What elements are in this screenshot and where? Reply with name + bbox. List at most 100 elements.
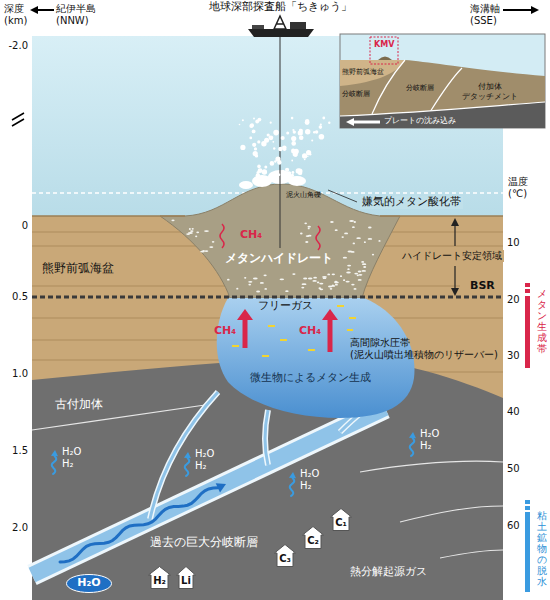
- hydrate-speckle: [358, 274, 362, 276]
- hydrate-speckle: [364, 241, 366, 243]
- gas-bubble: [272, 141, 274, 143]
- hydrate-speckle: [361, 270, 366, 272]
- direction-arrow-head: [531, 6, 539, 14]
- hydrate-speckle: [330, 221, 334, 223]
- label: メタンハイドレート: [225, 252, 333, 266]
- gas-bubble: [254, 147, 257, 150]
- gas-bubble: [252, 143, 256, 147]
- water-flow-arrow: [60, 488, 218, 562]
- node-text: Li: [181, 575, 191, 587]
- gas-bubble: [286, 132, 289, 135]
- label: 海溝軸 (SSE): [470, 3, 500, 26]
- label: CH₄: [214, 325, 236, 338]
- inset-prism: [340, 60, 545, 128]
- gas-bubble: [291, 141, 296, 146]
- hydrate-speckle: [372, 254, 374, 256]
- hydrate-speckle: [192, 228, 194, 230]
- gas-bubble: [298, 171, 302, 175]
- up-arrow-shape: [177, 567, 196, 589]
- gas-arrow: Li: [176, 566, 196, 589]
- gas-bubble: [309, 153, 311, 155]
- gas-bubble: [291, 160, 293, 162]
- gas-bubble: [252, 130, 256, 134]
- hydrate-speckle: [334, 282, 338, 284]
- hydrate-speckle: [248, 284, 251, 286]
- stability-arrow: [454, 266, 455, 290]
- hydrate-speckle: [351, 284, 354, 286]
- hydrate-speckle: [368, 227, 372, 229]
- water-release-arrow-head: [289, 472, 296, 478]
- water-release-arrow-head: [409, 432, 416, 438]
- hydrate-speckle: [362, 263, 366, 265]
- hydrate-speckle: [308, 278, 313, 280]
- gas-bubble: [242, 119, 244, 121]
- label: 微生物によるメタン生成: [250, 372, 371, 385]
- water-flow-arrow-head: [216, 483, 226, 492]
- label: 泥火山角礫: [286, 191, 321, 199]
- hydrate-speckle: [301, 287, 304, 289]
- hydrate-speckle: [212, 241, 215, 243]
- label: BSR: [470, 280, 495, 293]
- label: 60: [507, 520, 520, 532]
- hydrate-speckle: [308, 235, 312, 237]
- label: 深度 (km): [4, 3, 27, 26]
- hydrate-speckle: [378, 240, 380, 242]
- label: H₂O H₂: [62, 446, 81, 469]
- vertical-label: メタン生成帯: [537, 288, 547, 354]
- gas-bubble: [256, 173, 261, 178]
- gas-bubble: [239, 124, 241, 126]
- hydrate-speckle: [312, 280, 316, 282]
- fault-band: [32, 408, 385, 575]
- label: デタッチメント: [462, 93, 518, 102]
- node-text: H₂O: [77, 577, 101, 590]
- hydrate-speckle: [349, 220, 354, 222]
- hydrate-speckle: [308, 228, 310, 230]
- label: 1.5: [12, 445, 28, 457]
- dehydration-bar: [525, 512, 530, 592]
- gas-bubble: [291, 117, 294, 120]
- stability-arrow-head: [451, 218, 459, 226]
- gas-bubble: [261, 141, 266, 146]
- label: 50: [507, 463, 520, 475]
- vertical-label: 粘土鉱物の脱水: [537, 510, 547, 587]
- hydrate-speckle: [343, 279, 345, 281]
- label: 高間隙水圧帯 (泥火山噴出堆積物のリザーバー): [350, 337, 498, 360]
- label: 1.0: [12, 368, 28, 380]
- bsr-line: [32, 296, 503, 299]
- direction-arrow-head: [30, 6, 38, 14]
- inset-mud-volcano: [378, 57, 392, 61]
- hydrate-speckle: [260, 282, 264, 284]
- gas-bubble: [278, 147, 282, 151]
- hydrate-speckle: [195, 235, 197, 237]
- ship-bridge: [290, 22, 306, 29]
- label: 30: [507, 350, 520, 362]
- label: 2.0: [12, 522, 28, 534]
- hydrate-speckle: [327, 274, 330, 276]
- water-release-arrow: [185, 458, 189, 476]
- stability-arrow: [454, 224, 455, 246]
- hydrate-speckle: [248, 281, 252, 283]
- label: 40: [507, 406, 520, 418]
- hydrate-speckle: [340, 275, 342, 277]
- node-text: H₂: [153, 575, 166, 587]
- label: 分岐断層: [342, 90, 370, 98]
- hydrate-speckle: [347, 268, 349, 270]
- label: 熱分解起源ガス: [350, 566, 427, 579]
- hydrate-speckle: [354, 221, 356, 223]
- node-text: C₃: [279, 553, 291, 565]
- label: 熊野前弧海盆: [42, 262, 114, 276]
- hydrate-speckle: [300, 233, 303, 235]
- water-release-arrow: [290, 478, 294, 496]
- hydrate-speckle: [347, 265, 351, 267]
- label: CH₄: [240, 229, 262, 242]
- dehydration-bar: [525, 500, 530, 504]
- hydrate-speckle: [335, 284, 338, 286]
- gas-bubble: [292, 171, 295, 174]
- gas-bubble: [283, 148, 287, 152]
- hydrate-speckle: [319, 288, 323, 290]
- hydrate-speckle: [358, 271, 362, 273]
- water-release-arrow-head: [51, 450, 58, 456]
- gas-bubble: [328, 122, 330, 124]
- gas-bubble: [262, 169, 267, 174]
- label: H₂O H₂: [195, 448, 214, 471]
